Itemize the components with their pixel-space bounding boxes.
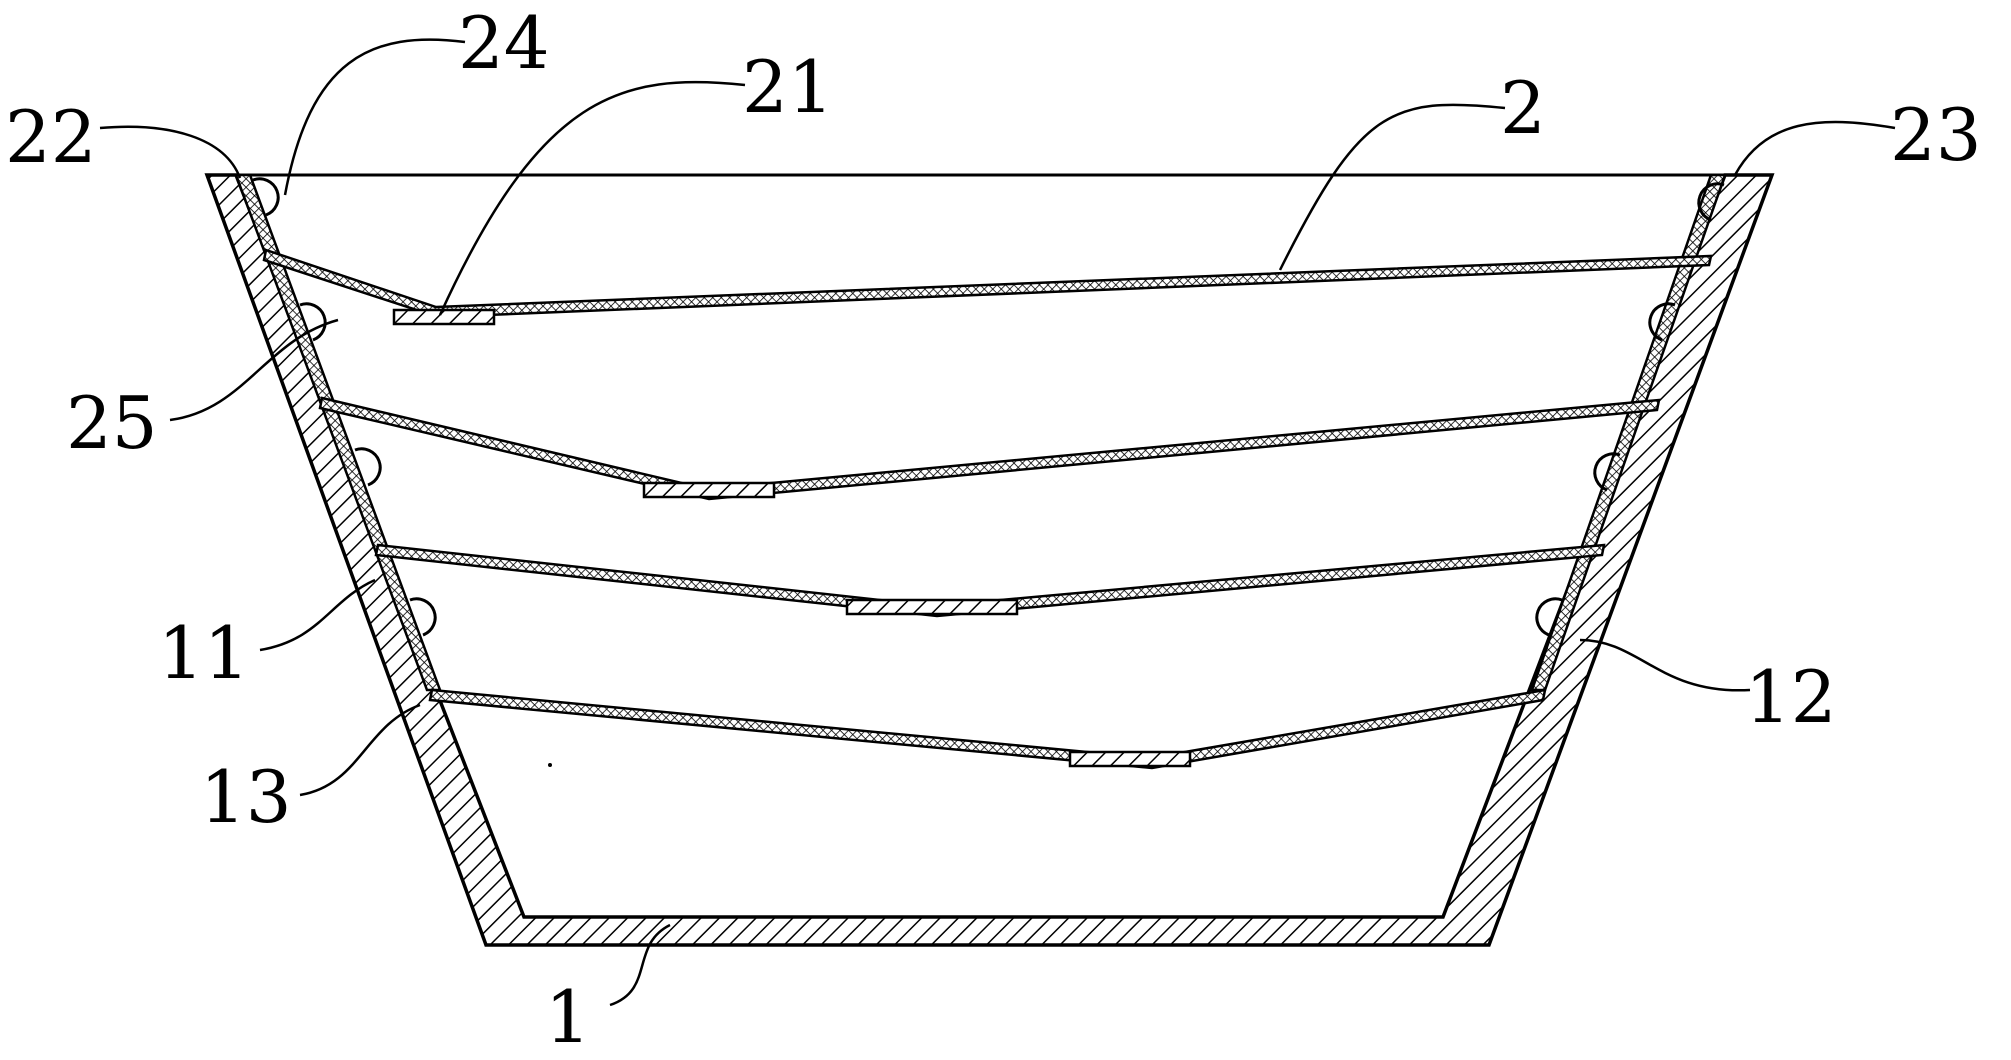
label-2: 2 — [1500, 66, 1546, 150]
bottom-bump-3 — [845, 598, 1019, 616]
tray-layer-4 — [428, 688, 1547, 770]
leader-2 — [1278, 103, 1506, 271]
leader-24 — [283, 38, 466, 196]
leader-lines — [99, 38, 1896, 1007]
roller-right-1 — [1697, 182, 1725, 222]
tray-layer-1 — [262, 248, 1713, 319]
stray-dot — [548, 763, 552, 767]
label-21: 21 — [742, 45, 834, 129]
roller-left-1 — [252, 177, 280, 217]
roller-right-3 — [1593, 452, 1621, 492]
leader-12 — [1579, 638, 1751, 692]
label-24: 24 — [458, 1, 550, 85]
reference-labels: 24 21 2 22 23 25 11 12 13 1 — [5, 1, 1982, 1059]
bottom-bump-2 — [642, 481, 776, 499]
bottom-bump-1 — [392, 308, 496, 326]
leader-13 — [299, 703, 421, 797]
leader-11 — [259, 578, 376, 652]
roller-left-3 — [354, 447, 382, 487]
roller-right-4 — [1535, 597, 1563, 637]
label-23: 23 — [1890, 93, 1982, 177]
roller-right-2 — [1648, 302, 1676, 342]
bottom-bump-4 — [1068, 750, 1192, 768]
roller-left-2 — [299, 302, 327, 342]
leader-23 — [1733, 120, 1896, 176]
tray-edge-right-strip — [1530, 173, 1727, 692]
label-22: 22 — [5, 95, 97, 179]
label-11: 11 — [158, 611, 250, 695]
label-25: 25 — [66, 381, 158, 465]
roller-left-4 — [409, 597, 437, 637]
label-1: 1 — [545, 975, 591, 1059]
leader-25 — [169, 318, 339, 422]
leader-1 — [609, 923, 671, 1007]
leader-21 — [438, 80, 746, 316]
label-13: 13 — [200, 755, 292, 839]
rollers — [252, 177, 1725, 637]
tray-stack — [262, 248, 1713, 770]
tray-layer-2 — [318, 396, 1661, 501]
label-12: 12 — [1745, 655, 1837, 739]
leader-22 — [99, 125, 242, 179]
